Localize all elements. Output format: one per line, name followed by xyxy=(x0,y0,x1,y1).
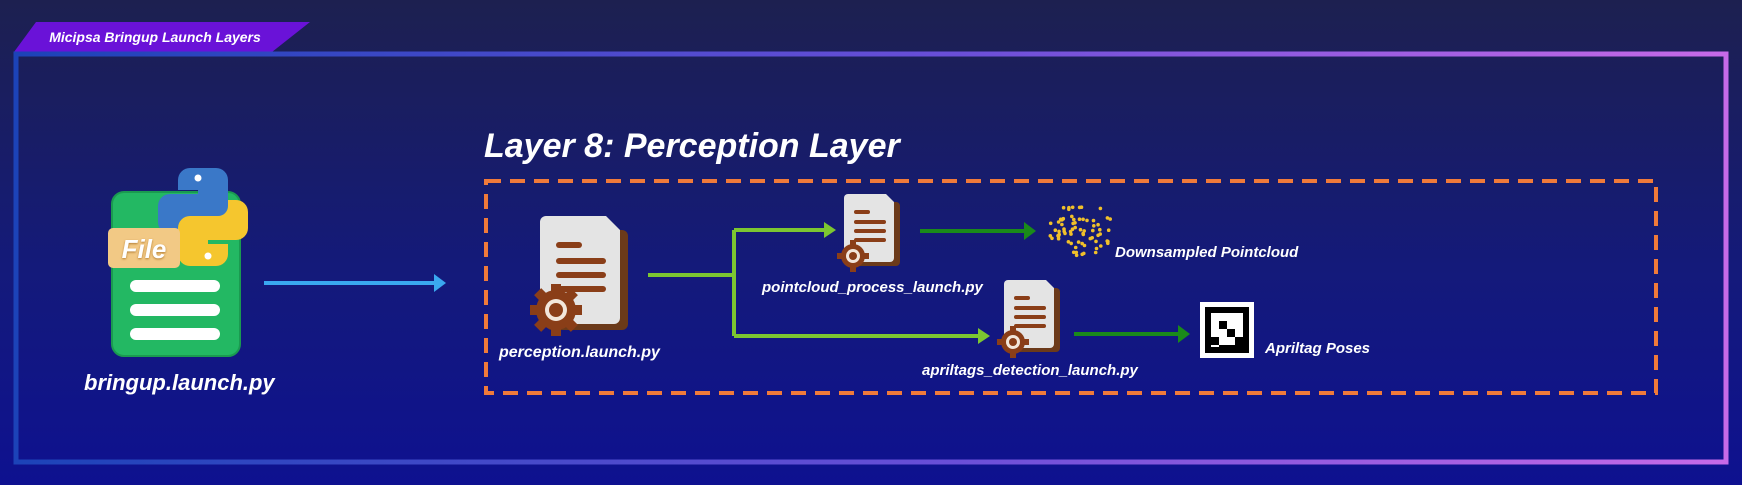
pointcloud-dot xyxy=(1096,233,1100,238)
pointcloud-dot xyxy=(1098,206,1103,211)
arrow-to-pointcloud xyxy=(824,222,836,238)
pointcloud-dot xyxy=(1091,228,1095,233)
pointcloud-dot xyxy=(1070,227,1075,231)
pointcloud-dot xyxy=(1074,250,1079,255)
pointcloud-dot xyxy=(1082,229,1086,233)
arrow-to-apriltag-poses xyxy=(1074,325,1190,343)
title-tab-label: Micipsa Bringup Launch Layers xyxy=(49,29,261,45)
apriltags-node-label: apriltags_detection_launch.py xyxy=(922,362,1138,379)
downsampled-pointcloud-label: Downsampled Pointcloud xyxy=(1115,244,1299,261)
perception-node-label: perception.launch.py xyxy=(499,344,660,361)
pointcloud-dot xyxy=(1106,228,1111,232)
pointcloud-dot xyxy=(1053,228,1058,232)
pointcloud-dot xyxy=(1062,229,1066,234)
pointcloud-dot xyxy=(1066,240,1071,244)
layer-box xyxy=(484,179,1658,395)
pointcloud-dot xyxy=(1105,216,1110,220)
pointcloud-dot xyxy=(1076,240,1081,244)
pointcloud-dot xyxy=(1098,227,1102,232)
pointcloud-dot xyxy=(1106,241,1110,246)
title-tab: Micipsa Bringup Launch Layers xyxy=(14,22,310,52)
pointcloud-dot xyxy=(1085,218,1089,223)
pointcloud-dot xyxy=(1077,205,1082,210)
apriltag-icon xyxy=(1200,302,1254,358)
pointcloud-dot xyxy=(1073,245,1078,250)
pointcloud-dot xyxy=(1070,214,1074,219)
pointcloud-dot xyxy=(1056,220,1061,224)
pointcloud-dot xyxy=(1069,241,1073,246)
pointcloud-dot xyxy=(1069,232,1073,236)
pointcloud-dot xyxy=(1048,221,1053,226)
pointcloud-dot xyxy=(1092,224,1096,228)
apriltags-launch-file-icon xyxy=(997,280,1060,358)
pointcloud-dot xyxy=(1073,225,1077,230)
pointcloud-dot xyxy=(1057,232,1061,237)
pointcloud-dot xyxy=(1061,205,1066,210)
pointcloud-dot xyxy=(1108,217,1112,221)
pointcloud-dot xyxy=(1088,236,1093,241)
layer-title: Layer 8: Perception Layer xyxy=(484,127,900,165)
pointcloud-dot xyxy=(1071,221,1075,226)
arrow-to-apriltags xyxy=(978,328,990,344)
pointcloud-dot xyxy=(1074,253,1079,258)
pointcloud-launch-file-icon xyxy=(837,194,900,272)
pointcloud-dot xyxy=(1067,205,1071,210)
launch-file-gear-icon xyxy=(530,216,628,336)
pointcloud-dot xyxy=(1057,229,1061,234)
python-file-icon xyxy=(108,168,248,357)
pointcloud-dot xyxy=(1078,227,1083,232)
pointcloud-dot xyxy=(1080,241,1084,246)
pointcloud-dot xyxy=(1060,222,1064,227)
pointcloud-dot xyxy=(1096,222,1100,227)
pointcloud-icon xyxy=(1048,205,1112,258)
pointcloud-dot xyxy=(1094,239,1098,244)
branch-connector xyxy=(648,228,980,338)
pointcloud-dot xyxy=(1072,217,1076,222)
pointcloud-dot xyxy=(1070,205,1075,210)
apriltag-poses-label: Apriltag Poses xyxy=(1265,340,1371,357)
pointcloud-dot xyxy=(1099,244,1103,248)
arrow-to-downsampled xyxy=(920,222,1036,240)
pointcloud-dot xyxy=(1082,251,1086,256)
pointcloud-dot xyxy=(1093,250,1098,255)
entry-arrow xyxy=(264,274,446,292)
pointcloud-dot xyxy=(1048,234,1053,238)
pointcloud-node-label: pointcloud_process_launch.py xyxy=(762,279,983,296)
pointcloud-dot xyxy=(1058,217,1063,222)
pointcloud-dot xyxy=(1091,218,1096,223)
pointcloud-dot xyxy=(1077,217,1082,221)
pointcloud-dot xyxy=(1071,250,1076,255)
outer-frame xyxy=(13,51,1729,465)
pointcloud-dot xyxy=(1081,217,1085,222)
pointcloud-dot xyxy=(1094,246,1099,251)
source-file-label: bringup.launch.py xyxy=(84,370,275,395)
pointcloud-dot xyxy=(1081,231,1085,236)
file-badge: File xyxy=(121,234,167,264)
